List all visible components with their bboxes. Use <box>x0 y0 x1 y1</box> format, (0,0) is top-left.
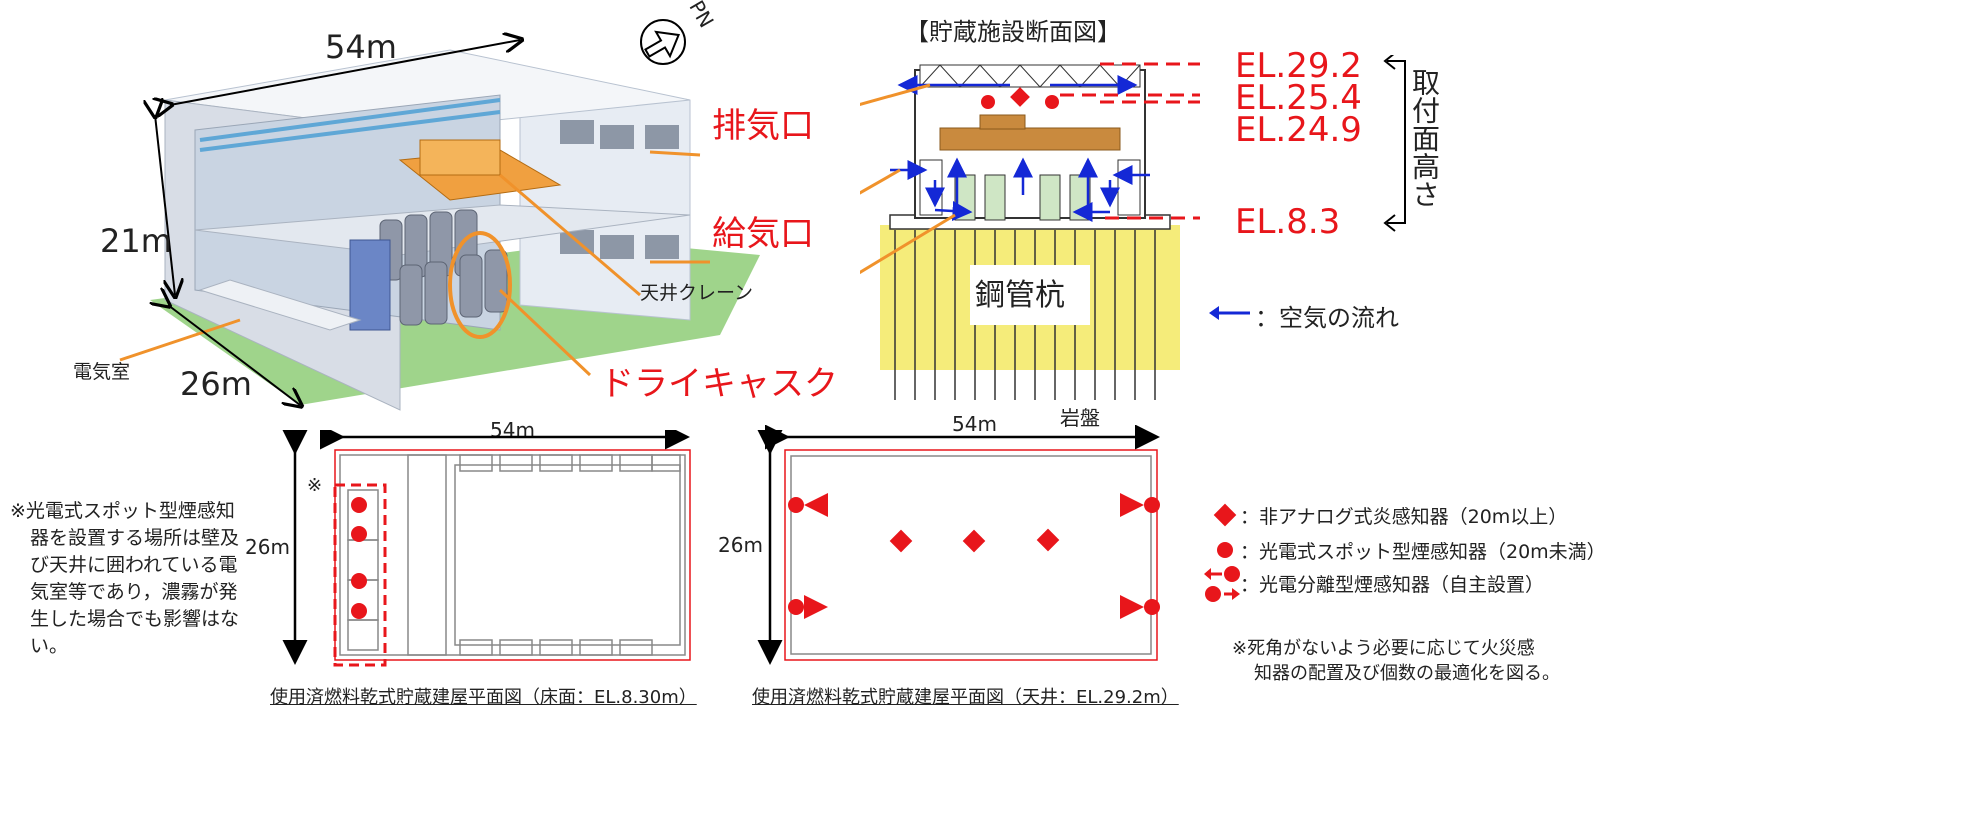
building-length-label: 54m <box>325 28 397 66</box>
legend-note: ※死角がないよう必要に応じて火災感 知器の配置及び個数の最適化を図る。 <box>1232 636 1560 686</box>
cask-label: ドライキャスク <box>600 364 838 404</box>
section-spot-detector-left <box>981 95 995 109</box>
mount-height-label: 取付面高さ <box>1408 68 1441 208</box>
floor-plan-caption: 使用済燃料乾式貯蔵建屋平面図（床面：EL.8.30m） <box>270 687 697 708</box>
note-line: 器を設置する場所は壁及 <box>30 527 240 549</box>
legend-note-line: ※死角がないよう必要に応じて火災感 <box>1232 638 1535 659</box>
legend-spot-detector-label: ：光電式スポット型煙感知器（20m未満） <box>1240 541 1606 563</box>
note-line: 気室等であり，濃霧が発 <box>30 581 238 603</box>
airflow-arrow-icon <box>1209 306 1250 320</box>
el-level-25-4: EL.25.4 <box>1235 78 1362 118</box>
floor-plan-note: ※光電式スポット型煙感知 器を設置する場所は壁及 び天井に囲われている電 気室等… <box>10 498 245 660</box>
floor-spot-detector-1 <box>351 497 367 513</box>
floor-plan-width-label: 26m <box>245 535 290 559</box>
building-illustration <box>119 0 760 411</box>
red-beam-pair-icon <box>1204 566 1240 602</box>
section-spot-detector-right <box>1045 95 1059 109</box>
airflow-legend-label: ：空気の流れ <box>1255 304 1399 332</box>
el-level-8-3: EL.8.3 <box>1235 202 1341 242</box>
electrical-room-highlight <box>333 483 387 667</box>
legend-flame-detector-label: ：非アナログ式炎感知器（20m以上） <box>1240 506 1568 528</box>
north-compass-icon <box>640 19 686 65</box>
floor-spot-detector-2 <box>351 526 367 542</box>
exhaust-label: 排気口 <box>712 106 814 146</box>
floor-spot-detector-3 <box>351 573 367 589</box>
red-diamond-icon <box>1213 503 1237 527</box>
ceiling-beam-detector-br <box>1144 599 1160 615</box>
note-line: び天井に囲われている電 <box>30 554 238 576</box>
intake-label: 給気口 <box>712 214 814 254</box>
ceiling-beam-detector-tr <box>1144 497 1160 513</box>
crane-label: 天井クレーン <box>640 282 754 304</box>
floor-plan-note-mark: ※ <box>307 475 323 496</box>
electrical-room-label: 電気室 <box>73 361 131 383</box>
section-piles-label: 鋼管杭 <box>975 278 1065 313</box>
section-title: 【貯蔵施設断面図】 <box>905 18 1121 46</box>
el-level-29-2: EL.29.2 <box>1235 46 1362 86</box>
red-circle-icon <box>1217 542 1233 558</box>
cask-highlight-ellipse <box>448 231 512 339</box>
ceiling-plan-width-label: 26m <box>718 533 763 557</box>
section-diagram <box>860 62 1200 400</box>
floor-spot-detector-4 <box>351 603 367 619</box>
building-height-label: 21m <box>100 222 172 260</box>
note-line: い。 <box>30 635 69 657</box>
note-line: ※光電式スポット型煙感知 <box>10 500 235 522</box>
floor-plan <box>282 430 691 667</box>
legend-note-line: 知器の配置及び個数の最適化を図る。 <box>1254 663 1560 684</box>
legend-beam-detector-label: ：光電分離型煙感知器（自主設置） <box>1240 574 1545 596</box>
ceiling-plan-caption: 使用済燃料乾式貯蔵建屋平面図（天井：EL.29.2m） <box>752 687 1179 708</box>
mount-height-bracket <box>1383 55 1406 232</box>
building-width-label: 26m <box>180 365 252 403</box>
ceiling-plan <box>757 425 1160 665</box>
note-line: 生した場合でも影響はな <box>30 608 240 630</box>
el-level-24-9: EL.24.9 <box>1235 110 1362 150</box>
ceiling-beam-detector-bl <box>788 599 804 615</box>
ceiling-beam-detector-tl <box>788 497 804 513</box>
